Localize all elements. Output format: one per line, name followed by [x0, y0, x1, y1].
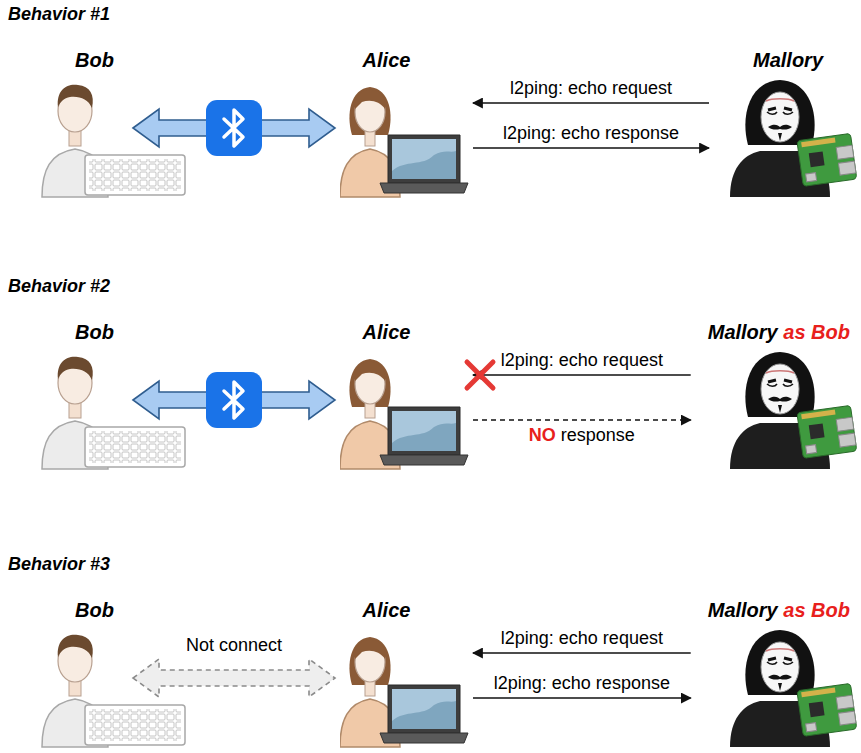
- text-part: Mallory: [708, 599, 778, 621]
- person-name: Mallory: [745, 44, 823, 72]
- alice-figure: [340, 87, 468, 197]
- edge-label: l2ping: echo response: [491, 672, 673, 694]
- packet-arrow: [473, 697, 691, 699]
- edge-label: l2ping: echo request: [498, 627, 666, 649]
- text-part: as Bob: [778, 599, 850, 621]
- person-name: Bob: [67, 594, 114, 622]
- bob-figure: [42, 85, 185, 197]
- section-heading: Behavior #1: [0, 0, 110, 25]
- bluetooth-link-arrow: [133, 659, 335, 697]
- behavior-panel: Behavior #1 Bob Alice Mallory: [0, 0, 861, 200]
- section-1-figures: [42, 80, 857, 197]
- bob-node: Bob: [48, 594, 133, 744]
- edge-label: l2ping: echo request: [498, 349, 666, 371]
- text-part: Mallory: [708, 321, 778, 343]
- person-name: Alice: [355, 44, 411, 72]
- section-3-figures: [42, 630, 857, 747]
- edge-label: Not connect: [183, 634, 285, 656]
- alice-node: Alice: [335, 594, 470, 744]
- section-2-figures: [42, 352, 857, 469]
- packet-arrow: [473, 102, 709, 104]
- mallory-node: Mallory as Bob: [694, 316, 856, 466]
- packet-arrow: [473, 147, 709, 149]
- edge-label: l2ping: echo request: [507, 77, 675, 99]
- behavior-panel: Behavior #3 Bob Alice Mallory as Bob: [0, 550, 861, 750]
- person-name: Alice: [355, 316, 411, 344]
- mallory-figure: [730, 630, 857, 747]
- mallory-figure: [730, 352, 857, 469]
- text-part: NO: [529, 425, 556, 445]
- person-name: Bob: [67, 316, 114, 344]
- alice-node: Alice: [335, 316, 470, 466]
- section-heading: Behavior #2: [0, 272, 110, 297]
- packet-arrow: [473, 419, 691, 421]
- mallory-node: Mallory as Bob: [694, 594, 856, 744]
- text-part: response: [556, 425, 635, 445]
- person-name: Bob: [67, 44, 114, 72]
- person-name: Alice: [355, 594, 411, 622]
- person-name: Mallory as Bob: [700, 316, 850, 344]
- alice-node: Alice: [335, 44, 470, 194]
- behavior-panel: Behavior #2 Bob Alice Mallory as Bob: [0, 272, 861, 472]
- packet-arrow: [473, 652, 691, 654]
- bob-figure: [42, 635, 185, 747]
- bluetooth-icon: [206, 372, 262, 428]
- edge-label: l2ping: echo response: [500, 122, 682, 144]
- alice-figure: [340, 637, 468, 747]
- packet-arrow: [473, 374, 691, 376]
- edge-label: NO response: [526, 424, 638, 446]
- bluetooth-icon: [206, 100, 262, 156]
- blocked-cross: [467, 362, 493, 388]
- bob-node: Bob: [48, 44, 133, 194]
- section-heading: Behavior #3: [0, 550, 110, 575]
- text-part: as Bob: [778, 321, 850, 343]
- mallory-node: Mallory: [712, 44, 856, 194]
- mallory-figure: [730, 80, 857, 197]
- bob-figure: [42, 357, 185, 469]
- bob-node: Bob: [48, 316, 133, 466]
- alice-figure: [340, 359, 468, 469]
- person-name: Mallory as Bob: [700, 594, 850, 622]
